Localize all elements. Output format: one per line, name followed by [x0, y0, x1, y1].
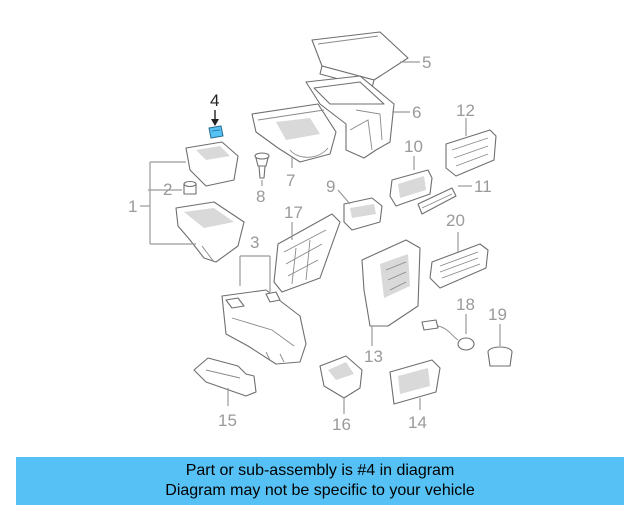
callout-7[interactable]: 7 — [286, 171, 295, 190]
info-banner: Part or sub-assembly is #4 in diagram Di… — [16, 457, 624, 505]
part-10-bezel[interactable] — [389, 169, 433, 207]
callout-10[interactable]: 10 — [404, 137, 423, 156]
part-16-switch-module[interactable] — [319, 355, 363, 399]
callout-19[interactable]: 19 — [488, 305, 507, 324]
callout-17[interactable]: 17 — [284, 203, 303, 222]
part-2-plug[interactable] — [183, 180, 197, 195]
callout-18[interactable]: 18 — [456, 295, 475, 314]
parts-diagram: 5 6 7 4 2 1 — [128, 31, 513, 434]
part-20-vent[interactable] — [429, 243, 489, 289]
part-11-trim-strip[interactable] — [417, 187, 457, 215]
callout-16[interactable]: 16 — [332, 415, 351, 434]
callout-8[interactable]: 8 — [256, 187, 265, 206]
part-4-clip[interactable] — [208, 125, 224, 139]
callout-4[interactable]: 4 — [210, 91, 219, 110]
part-6-armrest-frame[interactable] — [305, 75, 395, 159]
banner-line-1: Part or sub-assembly is #4 in diagram — [185, 462, 455, 479]
callout-2[interactable]: 2 — [163, 180, 172, 199]
callout-9[interactable]: 9 — [326, 177, 335, 196]
callout-15[interactable]: 15 — [218, 411, 237, 430]
callout-12[interactable]: 12 — [456, 101, 475, 120]
callout-1[interactable]: 1 — [128, 197, 137, 216]
part-3-console-base[interactable] — [221, 289, 307, 365]
part-13-rear-panel[interactable] — [361, 239, 421, 327]
callout-11[interactable]: 11 — [474, 177, 492, 196]
callout-3[interactable]: 3 — [250, 233, 259, 252]
part-12-vent-panel[interactable] — [445, 129, 497, 177]
callout-5[interactable]: 5 — [422, 53, 431, 72]
part-18-socket[interactable] — [421, 319, 475, 351]
part-17-bracket[interactable] — [273, 213, 341, 293]
callout-6[interactable]: 6 — [412, 103, 421, 122]
part-8-push-pin[interactable] — [254, 152, 270, 179]
callout-14[interactable]: 14 — [408, 413, 427, 432]
callout-20[interactable]: 20 — [446, 211, 465, 230]
part-19-cup-ring[interactable] — [487, 346, 513, 367]
part-9-switch-panel[interactable] — [343, 197, 383, 231]
part-1-storage-assembly[interactable] — [175, 141, 245, 263]
part-14-storage-tray[interactable] — [389, 359, 441, 405]
banner-line-2: Diagram may not be specific to your vehi… — [165, 482, 475, 499]
callout-13[interactable]: 13 — [364, 347, 383, 366]
part-7-shift-trim[interactable] — [251, 103, 337, 163]
part-15-lower-trim[interactable] — [193, 357, 257, 397]
